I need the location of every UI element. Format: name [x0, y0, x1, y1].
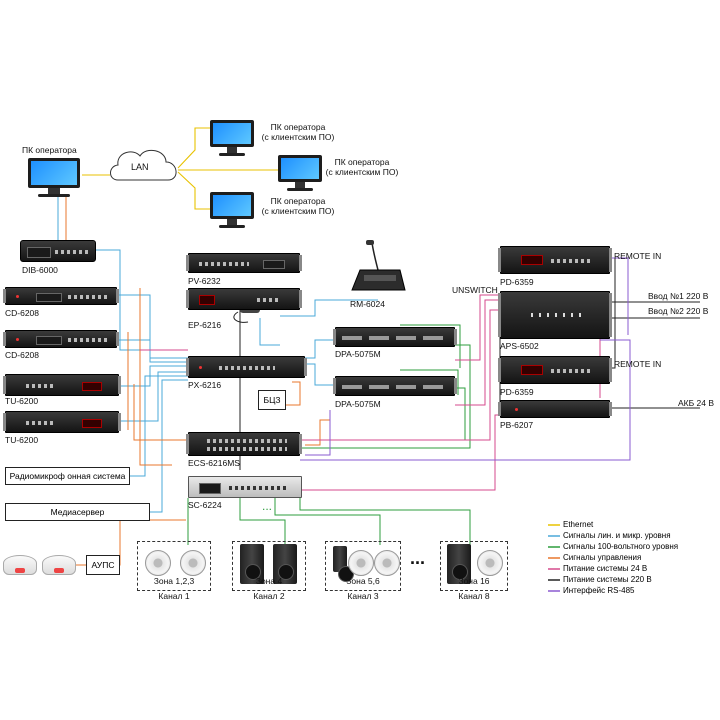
ceiling-speaker-icon	[477, 550, 503, 576]
control-signal-lines	[65, 196, 330, 566]
pd-6359-device-2[interactable]	[498, 356, 612, 384]
pc-client-1-label: ПК оператора(с клиентским ПО)	[261, 122, 335, 142]
zone-group-3	[325, 541, 401, 591]
ep-6216-label: EP-6216	[188, 320, 222, 330]
pv-6232-device[interactable]	[186, 253, 302, 273]
cd-6208-device-1[interactable]	[3, 287, 119, 305]
vvod1-label: Ввод №1 220 В	[648, 291, 709, 301]
dpa-5075m-label-1: DPA-5075M	[335, 349, 381, 359]
pb-6207-device[interactable]	[498, 400, 612, 418]
zone-label-2: Зона 4	[255, 576, 283, 586]
tu-6200-device-1[interactable]	[3, 374, 121, 396]
ceiling-speaker-icon	[374, 550, 400, 576]
tu-6200-device-2[interactable]	[3, 411, 121, 433]
pv-6232-label: PV-6232	[188, 276, 221, 286]
cd-6208-label-2: CD-6208	[5, 350, 40, 360]
pb-6207-label: PB-6207	[500, 420, 534, 430]
ecs-6216ms-label: ECS-6216MS	[188, 458, 240, 468]
ecs-6216ms-device[interactable]	[186, 432, 302, 456]
operator-pc-client-2[interactable]	[278, 155, 322, 193]
ceiling-speaker-icon	[180, 550, 206, 576]
cabinet-speaker-icon	[273, 544, 297, 584]
dpa-5075m-device-2[interactable]	[333, 376, 457, 396]
rs485-lines	[300, 257, 631, 461]
legend-rs485: Интерфейс RS-485	[563, 586, 635, 595]
dib-6000-label: DIB-6000	[22, 265, 58, 275]
zone-group-4	[440, 541, 508, 591]
speaker-line-lines	[187, 324, 471, 545]
legend-power-220v: Питание системы 220 В	[563, 575, 652, 584]
px-6216-label: PX-6216	[188, 380, 222, 390]
remote-in-label-1: REMOTE IN	[614, 251, 662, 261]
legend-100v-signals: Сигналы 100-вольтного уровня	[563, 542, 679, 551]
channel-label-2: Канал 2	[253, 591, 285, 601]
zone-label-1: Зона 1,2,3	[153, 576, 195, 586]
media-server-box[interactable]: Медиасервер	[5, 503, 150, 521]
lan-cloud	[110, 149, 177, 181]
sc-ellipsis: ...	[262, 499, 273, 513]
legend-ethernet: Ethernet	[563, 520, 594, 529]
cabinet-speaker-icon	[447, 544, 471, 584]
sc-6224-label: SC-6224	[188, 500, 222, 510]
tu-6200-label-2: TU-6200	[5, 435, 39, 445]
rm-6024-label: RM-6024	[350, 299, 385, 309]
pd-6359-label-2: PD-6359	[500, 387, 534, 397]
operator-pc-client-1[interactable]	[210, 120, 254, 158]
radiomic-system-box[interactable]: Радиомикроф онная система	[5, 467, 130, 485]
px-6216-device[interactable]	[186, 356, 307, 378]
zone-group-1	[137, 541, 211, 591]
line-signal-lines	[57, 196, 378, 513]
tu-6200-label-1: TU-6200	[5, 396, 39, 406]
lan-label: LAN	[131, 162, 149, 172]
remote-in-label-2: REMOTE IN	[614, 359, 662, 369]
akb-label: АКБ 24 В	[678, 398, 715, 408]
operator-pc-main[interactable]	[28, 158, 80, 200]
zones-ellipsis: ...	[410, 548, 426, 568]
smoke-detector-2	[42, 555, 76, 575]
pd-6359-device-1[interactable]	[498, 246, 612, 274]
legend-power-24v: Питание системы 24 В	[563, 564, 648, 573]
ep-6216-device[interactable]	[186, 288, 302, 310]
sc-6224-device[interactable]	[188, 476, 302, 498]
pc-operator-main-label: ПК оператора	[22, 145, 77, 155]
cabinet-speaker-icon	[240, 544, 264, 584]
channel-label-3: Канал 3	[347, 591, 379, 601]
legend-control-signals: Сигналы управления	[563, 553, 642, 562]
zone-label-3: Зона 5,6	[346, 576, 380, 586]
channel-label-1: Канал 1	[158, 591, 190, 601]
operator-pc-client-3[interactable]	[210, 192, 254, 230]
ceiling-speaker-icon	[145, 550, 171, 576]
cd-6208-device-2[interactable]	[3, 330, 119, 348]
pc-client-2-label: ПК оператора(с клиентским ПО)	[325, 157, 399, 177]
channel-label-4: Канал 8	[458, 591, 490, 601]
dpa-5075m-label-2: DPA-5075M	[335, 399, 381, 409]
cd-6208-label-1: CD-6208	[5, 308, 40, 318]
aups-box[interactable]: АУПС	[86, 555, 120, 575]
zone-label-4: Зона 16	[458, 576, 490, 586]
dib-6000-device[interactable]	[20, 240, 96, 262]
aps-6502-label: APS-6502	[500, 341, 539, 351]
pc-client-3-label: ПК оператора(с клиентским ПО)	[261, 196, 335, 216]
legend-line-signals: Сигналы лин. и микр. уровня	[563, 531, 671, 540]
aps-6502-device[interactable]	[498, 291, 612, 339]
ethernet-lines	[82, 127, 278, 210]
legend-swatches	[548, 524, 560, 592]
dpa-5075m-device-1[interactable]	[333, 327, 457, 347]
ceiling-speaker-icon	[348, 550, 374, 576]
smoke-detector-1	[3, 555, 37, 575]
zone-group-2	[232, 541, 306, 591]
unswitch-label: UNSWITCH	[452, 285, 498, 295]
vvod2-label: Ввод №2 220 В	[648, 306, 709, 316]
pd-6359-label-1: PD-6359	[500, 277, 534, 287]
rm-microphone	[351, 240, 406, 291]
bcz-box[interactable]: БЦЗ	[258, 390, 286, 410]
column-speaker-icon	[333, 546, 354, 582]
